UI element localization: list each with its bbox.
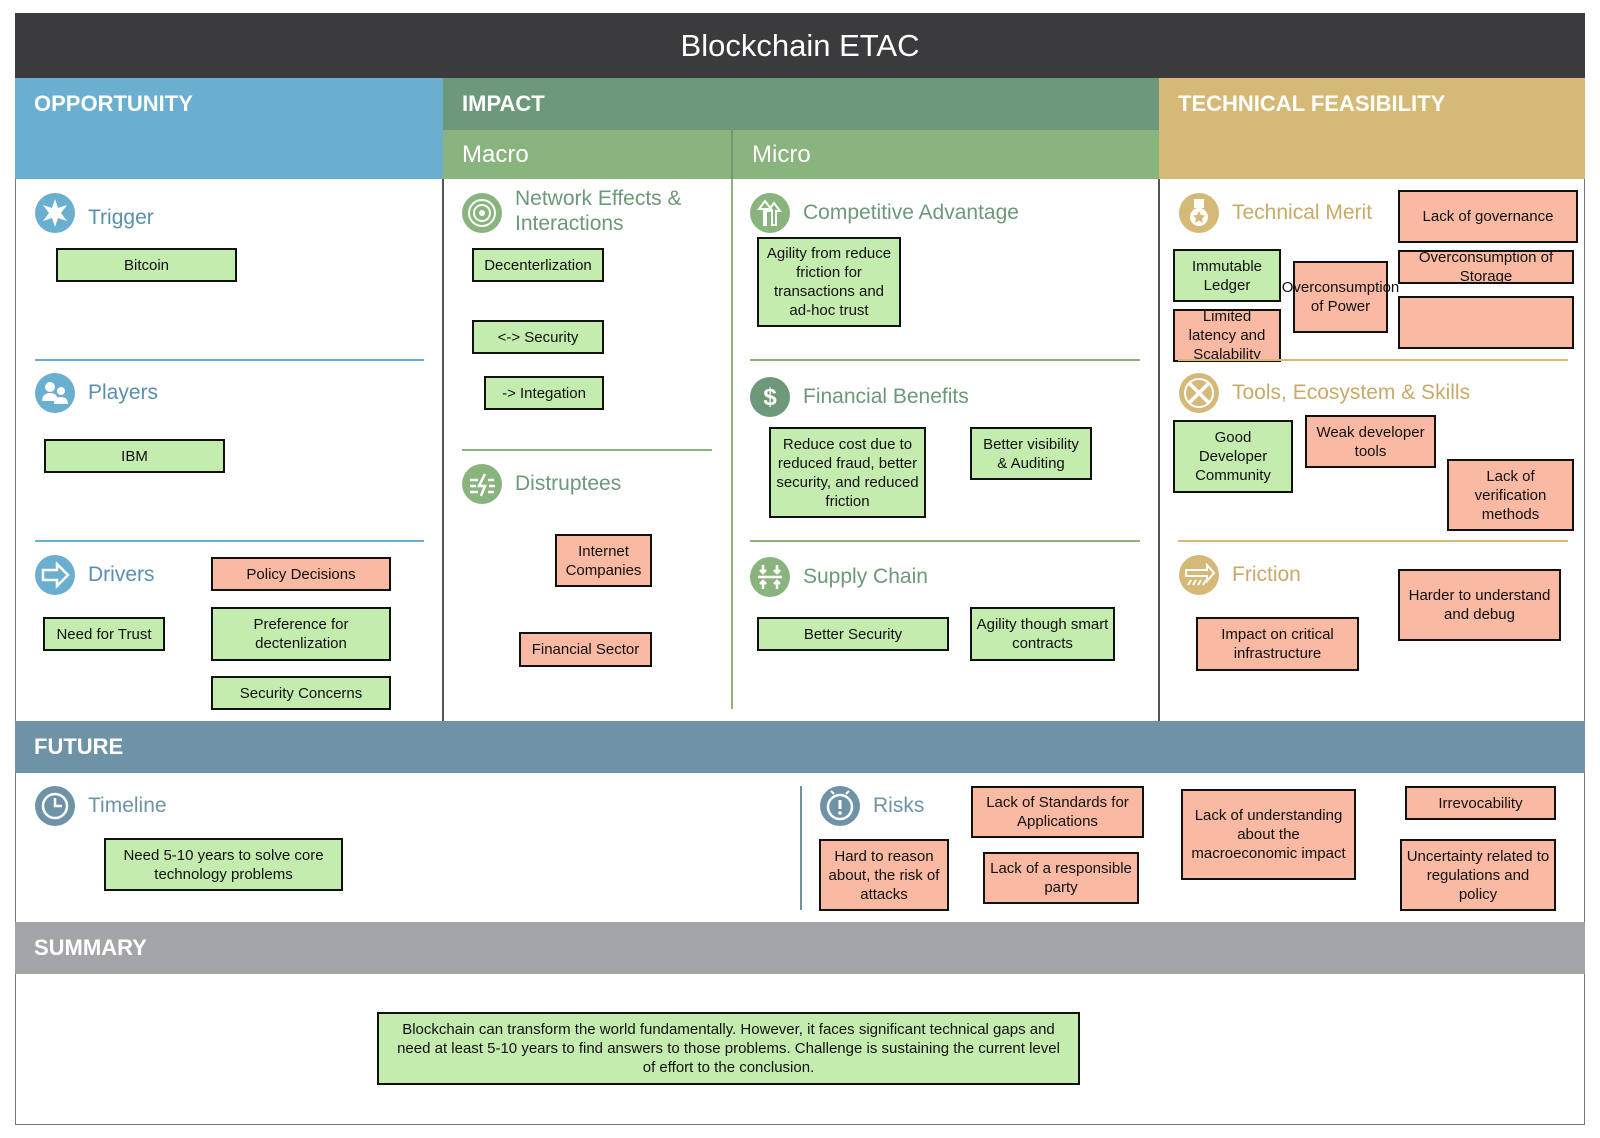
risks-title: Risks: [873, 794, 925, 817]
note-preference-decentralization: Preference for dectenlization: [211, 607, 391, 661]
note-irrevocability: Irrevocability: [1405, 786, 1556, 820]
section-divider: [1178, 540, 1568, 542]
star-burst-icon: [35, 193, 75, 233]
summary-header: SUMMARY: [15, 922, 1585, 974]
column-divider: [1158, 179, 1160, 721]
arrow-right-icon: [35, 555, 75, 595]
clock-icon: [35, 786, 75, 826]
note-limited-latency: Overconsumption of Power: [1282, 261, 1399, 333]
financial-benefits-title: Financial Benefits: [803, 385, 969, 408]
note-critical-infrastructure: Impact on critical infrastructure: [1196, 617, 1359, 671]
technical-merit-title: Technical Merit: [1232, 201, 1373, 224]
competitive-advantage-title: Competitive Advantage: [803, 201, 1019, 224]
note-integration: -> Integation: [484, 376, 604, 410]
lightning-icon: [462, 464, 502, 504]
impact-sub-divider: [731, 130, 733, 179]
note-lack-verification: Lack of verification methods: [1447, 459, 1574, 531]
section-divider: [462, 449, 712, 451]
note-overconsumption-storage: [1398, 296, 1574, 349]
people-icon: [35, 373, 75, 413]
note-smart-contracts: Agility though smart contracts: [970, 607, 1115, 661]
friction-title: Friction: [1232, 563, 1301, 586]
warning-icon: [820, 786, 860, 826]
network-effects-title: Network Effects & Interactions: [515, 187, 682, 235]
note-overconsumption-power: Lack of governance: [1398, 190, 1578, 243]
note-reduce-cost: Reduce cost due to reduced fraud, better…: [769, 427, 926, 518]
note-uncertainty-regulations: Uncertainty related to regulations and p…: [1400, 839, 1556, 911]
disruptees-title: Distruptees: [515, 472, 622, 495]
note-harder-debug: Harder to understand and debug: [1398, 569, 1561, 641]
macro-header: Macro: [443, 130, 733, 179]
medal-icon: [1179, 193, 1219, 233]
micro-header: Micro: [733, 130, 1159, 179]
section-divider: [750, 359, 1140, 361]
opportunity-header: OPPORTUNITY: [15, 78, 443, 179]
note-summary: Blockchain can transform the world funda…: [377, 1012, 1080, 1085]
page-title: Blockchain ETAC: [15, 13, 1585, 78]
note-policy-decisions: Policy Decisions: [211, 557, 391, 591]
note-bitcoin: Bitcoin: [56, 248, 237, 282]
up-arrows-icon: [750, 193, 790, 233]
note-weak-developer-tools: Weak developer tools: [1305, 415, 1436, 468]
note-5-10-years: Need 5-10 years to solve core technology…: [104, 838, 343, 891]
friction-icon: [1179, 555, 1219, 595]
section-divider: [1178, 359, 1568, 361]
note-hard-to-reason: Hard to reason about, the risk of attack…: [819, 839, 949, 911]
impact-header: IMPACT: [443, 78, 1159, 130]
note-immutable-ledger: Immutable Ledger: [1173, 249, 1281, 302]
note-lack-standards: Lack of Standards for Applications: [971, 786, 1144, 838]
tools-title: Tools, Ecosystem & Skills: [1232, 381, 1471, 404]
note-better-visibility: Better visibility & Auditing: [970, 427, 1092, 480]
dollar-icon: $: [750, 377, 790, 417]
trigger-title: Trigger: [88, 206, 154, 229]
note-macroeconomic-impact: Lack of understanding about the macroeco…: [1181, 789, 1356, 880]
note-decenterlization: Decenterlization: [472, 248, 604, 282]
feasibility-header: TECHNICAL FEASIBILITY: [1159, 78, 1585, 179]
supply-chain-icon: [750, 557, 790, 597]
section-divider: [35, 540, 424, 542]
note-agility-friction: Agility from reduce friction for transac…: [757, 237, 901, 327]
drivers-title: Drivers: [88, 563, 155, 586]
future-header: FUTURE: [15, 721, 1585, 773]
timeline-title: Timeline: [88, 794, 167, 817]
note-better-security: Better Security: [757, 617, 949, 651]
note-security: <-> Security: [472, 320, 604, 354]
section-divider: [35, 359, 424, 361]
macro-micro-divider: [731, 179, 733, 709]
supply-chain-title: Supply Chain: [803, 565, 928, 588]
column-divider: [442, 179, 444, 721]
note-financial-sector: Financial Sector: [519, 632, 652, 667]
note-internet-companies: Internet Companies: [555, 534, 652, 587]
note-lack-governance: Overconsumption of Storage: [1398, 249, 1574, 285]
note-good-developer-community: Good Developer Community: [1173, 420, 1293, 493]
note-need-for-trust: Need for Trust: [43, 617, 165, 651]
note-security-concerns: Security Concerns: [211, 676, 391, 710]
svg-text:$: $: [763, 384, 777, 411]
note-limited-privacy: Limited latency and Scalability: [1173, 308, 1281, 363]
tools-icon: [1179, 373, 1219, 413]
network-icon: [462, 193, 502, 233]
future-divider: [800, 786, 802, 910]
note-responsible-party: Lack of a responsible party: [983, 852, 1139, 904]
players-title: Players: [88, 381, 159, 404]
note-ibm: IBM: [44, 439, 225, 473]
section-divider: [750, 540, 1140, 542]
